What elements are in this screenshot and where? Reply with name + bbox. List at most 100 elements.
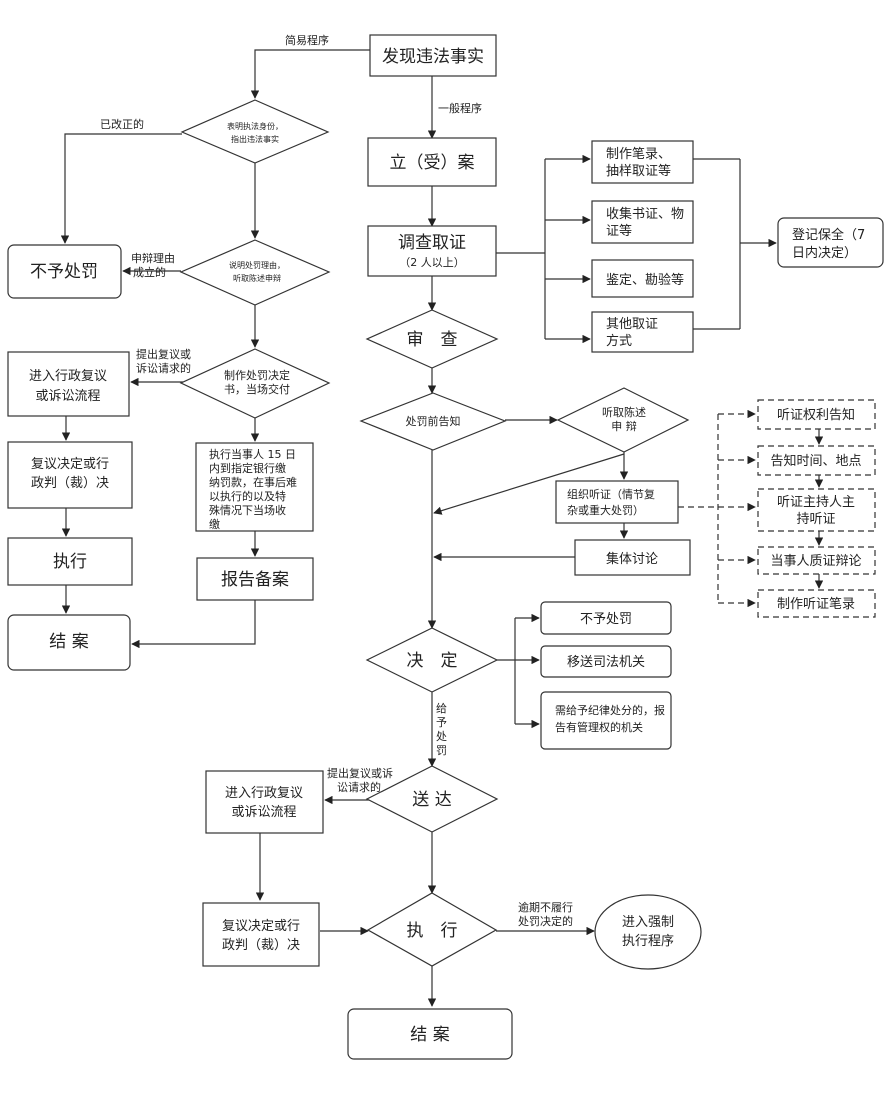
node-make-decision-text-2: 书，当场交付 [224, 382, 290, 396]
node-execute-left: 执行 [7, 537, 133, 586]
node-discipline-text-1: 需给予纪律处分的，报 [555, 703, 665, 717]
node-record-text-2: 抽样取证等 [606, 163, 671, 179]
node-no-penalty-right-text: 不予处罚 [580, 612, 632, 627]
label-defense-established-2: 成立的 [133, 265, 166, 279]
node-record: 制作笔录、 抽样取证等 [591, 140, 694, 184]
node-admin-review-left-text-2: 或诉讼流程 [35, 389, 100, 404]
node-make-decision: 制作处罚决定 书，当场交付 [179, 348, 331, 419]
node-pay-fine-text-3: 纳罚款，在事后难 [209, 475, 297, 489]
node-close-right-text: 结 案 [410, 1025, 449, 1045]
node-listen-text-2: 申 辩 [611, 419, 637, 433]
node-collect: 收集书证、物 证等 [591, 200, 694, 244]
label-general-procedure: 一般程序 [438, 101, 482, 115]
node-preserve-text-2: 日内决定） [792, 245, 857, 261]
node-admin-review-left-text-1: 进入行政复议 [29, 369, 107, 384]
node-other-evidence-text-1: 其他取证 [606, 317, 658, 332]
node-deliver-text: 送 达 [412, 790, 451, 810]
node-pre-notice: 处罚前告知 [359, 392, 507, 451]
node-other-evidence-text-2: 方式 [606, 333, 632, 349]
node-execute-left-text: 执行 [53, 552, 87, 572]
node-preserve-text-1: 登记保全（7 [792, 227, 865, 243]
node-show-identity-text-2: 指出违法事实 [231, 134, 279, 144]
node-transfer: 移送司法机关 [540, 645, 672, 678]
label-give-penalty-4: 罚 [436, 744, 447, 757]
node-decide-text: 决 定 [407, 651, 458, 671]
node-execute-right-text: 执 行 [407, 921, 458, 941]
node-review-decision-right-text-2: 政判（裁）决 [222, 937, 300, 953]
label-give-penalty-3: 处 [436, 730, 447, 743]
node-review: 审 查 [365, 309, 499, 369]
node-show-identity-text-1: 表明执法身份， [227, 121, 283, 131]
node-show-identity: 表明执法身份， 指出违法事实 [180, 99, 330, 164]
label-appeal-right-2: 讼请求的 [337, 780, 381, 794]
node-admin-review-right: 进入行政复议 或诉讼流程 [205, 770, 324, 834]
node-review-decision-right: 复议决定或行 政判（裁）决 [202, 902, 320, 967]
node-explain-reason: 说明处罚理由， 听取陈述申辩 [179, 239, 331, 306]
node-execute-right: 执 行 [366, 892, 498, 967]
node-decide: 决 定 [365, 627, 499, 693]
node-hearing-time: 告知时间、地点 [757, 445, 876, 476]
node-review-text: 审 查 [407, 330, 458, 350]
label-overdue-2: 处罚决定的 [518, 914, 573, 928]
node-review-decision-left-text-2: 政判（裁）决 [31, 475, 109, 491]
node-collect-text-1: 收集书证、物 [606, 206, 684, 222]
label-simple-procedure: 简易程序 [285, 33, 329, 47]
node-appraise-text: 鉴定、勘验等 [606, 272, 684, 288]
node-enforce-text-1: 进入强制 [622, 915, 674, 930]
node-pay-fine-text-5: 殊情况下当场收 [209, 503, 286, 517]
label-overdue-1: 逾期不履行 [518, 900, 573, 914]
node-register-text: 立（受）案 [390, 153, 475, 173]
node-enforce: 进入强制 执行程序 [594, 894, 702, 970]
node-register: 立（受）案 [367, 137, 497, 187]
node-listen: 听取陈述 申 辩 [556, 387, 690, 453]
node-review-decision-right-text-1: 复议决定或行 [222, 919, 300, 934]
node-admin-review-right-text-1: 进入行政复议 [225, 786, 303, 801]
node-deliver: 送 达 [365, 765, 499, 833]
node-admin-review-left: 进入行政复议 或诉讼流程 [7, 351, 130, 417]
label-appeal-right-1: 提出复议或诉 [327, 766, 393, 780]
node-discover-text: 发现违法事实 [382, 47, 484, 67]
node-pre-notice-text: 处罚前告知 [406, 414, 461, 428]
node-discussion: 集体讨论 [574, 539, 691, 576]
node-discipline-text-2: 告有管理权的机关 [555, 720, 643, 734]
node-transfer-text: 移送司法机关 [567, 655, 645, 670]
node-hearing-host-text-2: 持听证 [796, 512, 835, 527]
node-other-evidence: 其他取证 方式 [591, 311, 694, 353]
node-pay-fine-text-2: 内到指定银行缴 [209, 461, 286, 475]
label-appeal-left-1: 提出复议或 [136, 347, 191, 361]
node-discussion-text: 集体讨论 [606, 551, 658, 567]
node-close-left-text: 结 案 [49, 632, 88, 652]
node-make-decision-text-1: 制作处罚决定 [224, 368, 290, 382]
node-hearing-text-1: 组织听证（情节复 [567, 487, 655, 501]
node-investigate: 调查取证 （2 人以上） [367, 225, 497, 277]
node-collect-text-2: 证等 [606, 223, 632, 239]
node-no-penalty-left-text: 不予处罚 [30, 262, 98, 282]
node-review-decision-left: 复议决定或行 政判（裁）决 [7, 441, 133, 509]
node-close-right: 结 案 [347, 1008, 513, 1060]
node-hearing-right-text: 听证权利告知 [777, 407, 855, 423]
node-hearing-debate: 当事人质证辩论 [757, 546, 876, 575]
node-hearing-host: 听证主持人主 持听证 [757, 488, 876, 532]
node-no-penalty-right: 不予处罚 [540, 601, 672, 635]
node-preserve: 登记保全（7 日内决定） [777, 217, 884, 268]
node-admin-review-right-text-2: 或诉讼流程 [231, 805, 296, 820]
node-enforce-text-2: 执行程序 [622, 934, 674, 949]
node-hearing-host-text-1: 听证主持人主 [777, 495, 855, 510]
node-discover: 发现违法事实 [369, 34, 497, 77]
node-pay-fine-text-4: 以执行的以及特 [209, 489, 286, 503]
node-explain-reason-text-1: 说明处罚理由， [229, 260, 285, 270]
node-hearing-time-text: 告知时间、地点 [770, 453, 861, 469]
node-record-text-1: 制作笔录、 [606, 146, 671, 162]
node-review-decision-left-text-1: 复议决定或行 [31, 457, 109, 472]
node-hearing-text-2: 杂或重大处罚） [567, 503, 644, 517]
node-hearing-debate-text: 当事人质证辩论 [770, 554, 861, 569]
node-report: 报告备案 [196, 557, 314, 601]
node-explain-reason-text-2: 听取陈述申辩 [233, 273, 281, 283]
connectors [60, 49, 824, 1007]
label-defense-established-1: 申辩理由 [131, 251, 175, 265]
node-no-penalty-left: 不予处罚 [7, 244, 122, 299]
label-give-penalty-2: 予 [436, 716, 447, 729]
node-pay-fine-text-6: 缴 [209, 517, 220, 531]
node-close-left: 结 案 [7, 614, 131, 671]
